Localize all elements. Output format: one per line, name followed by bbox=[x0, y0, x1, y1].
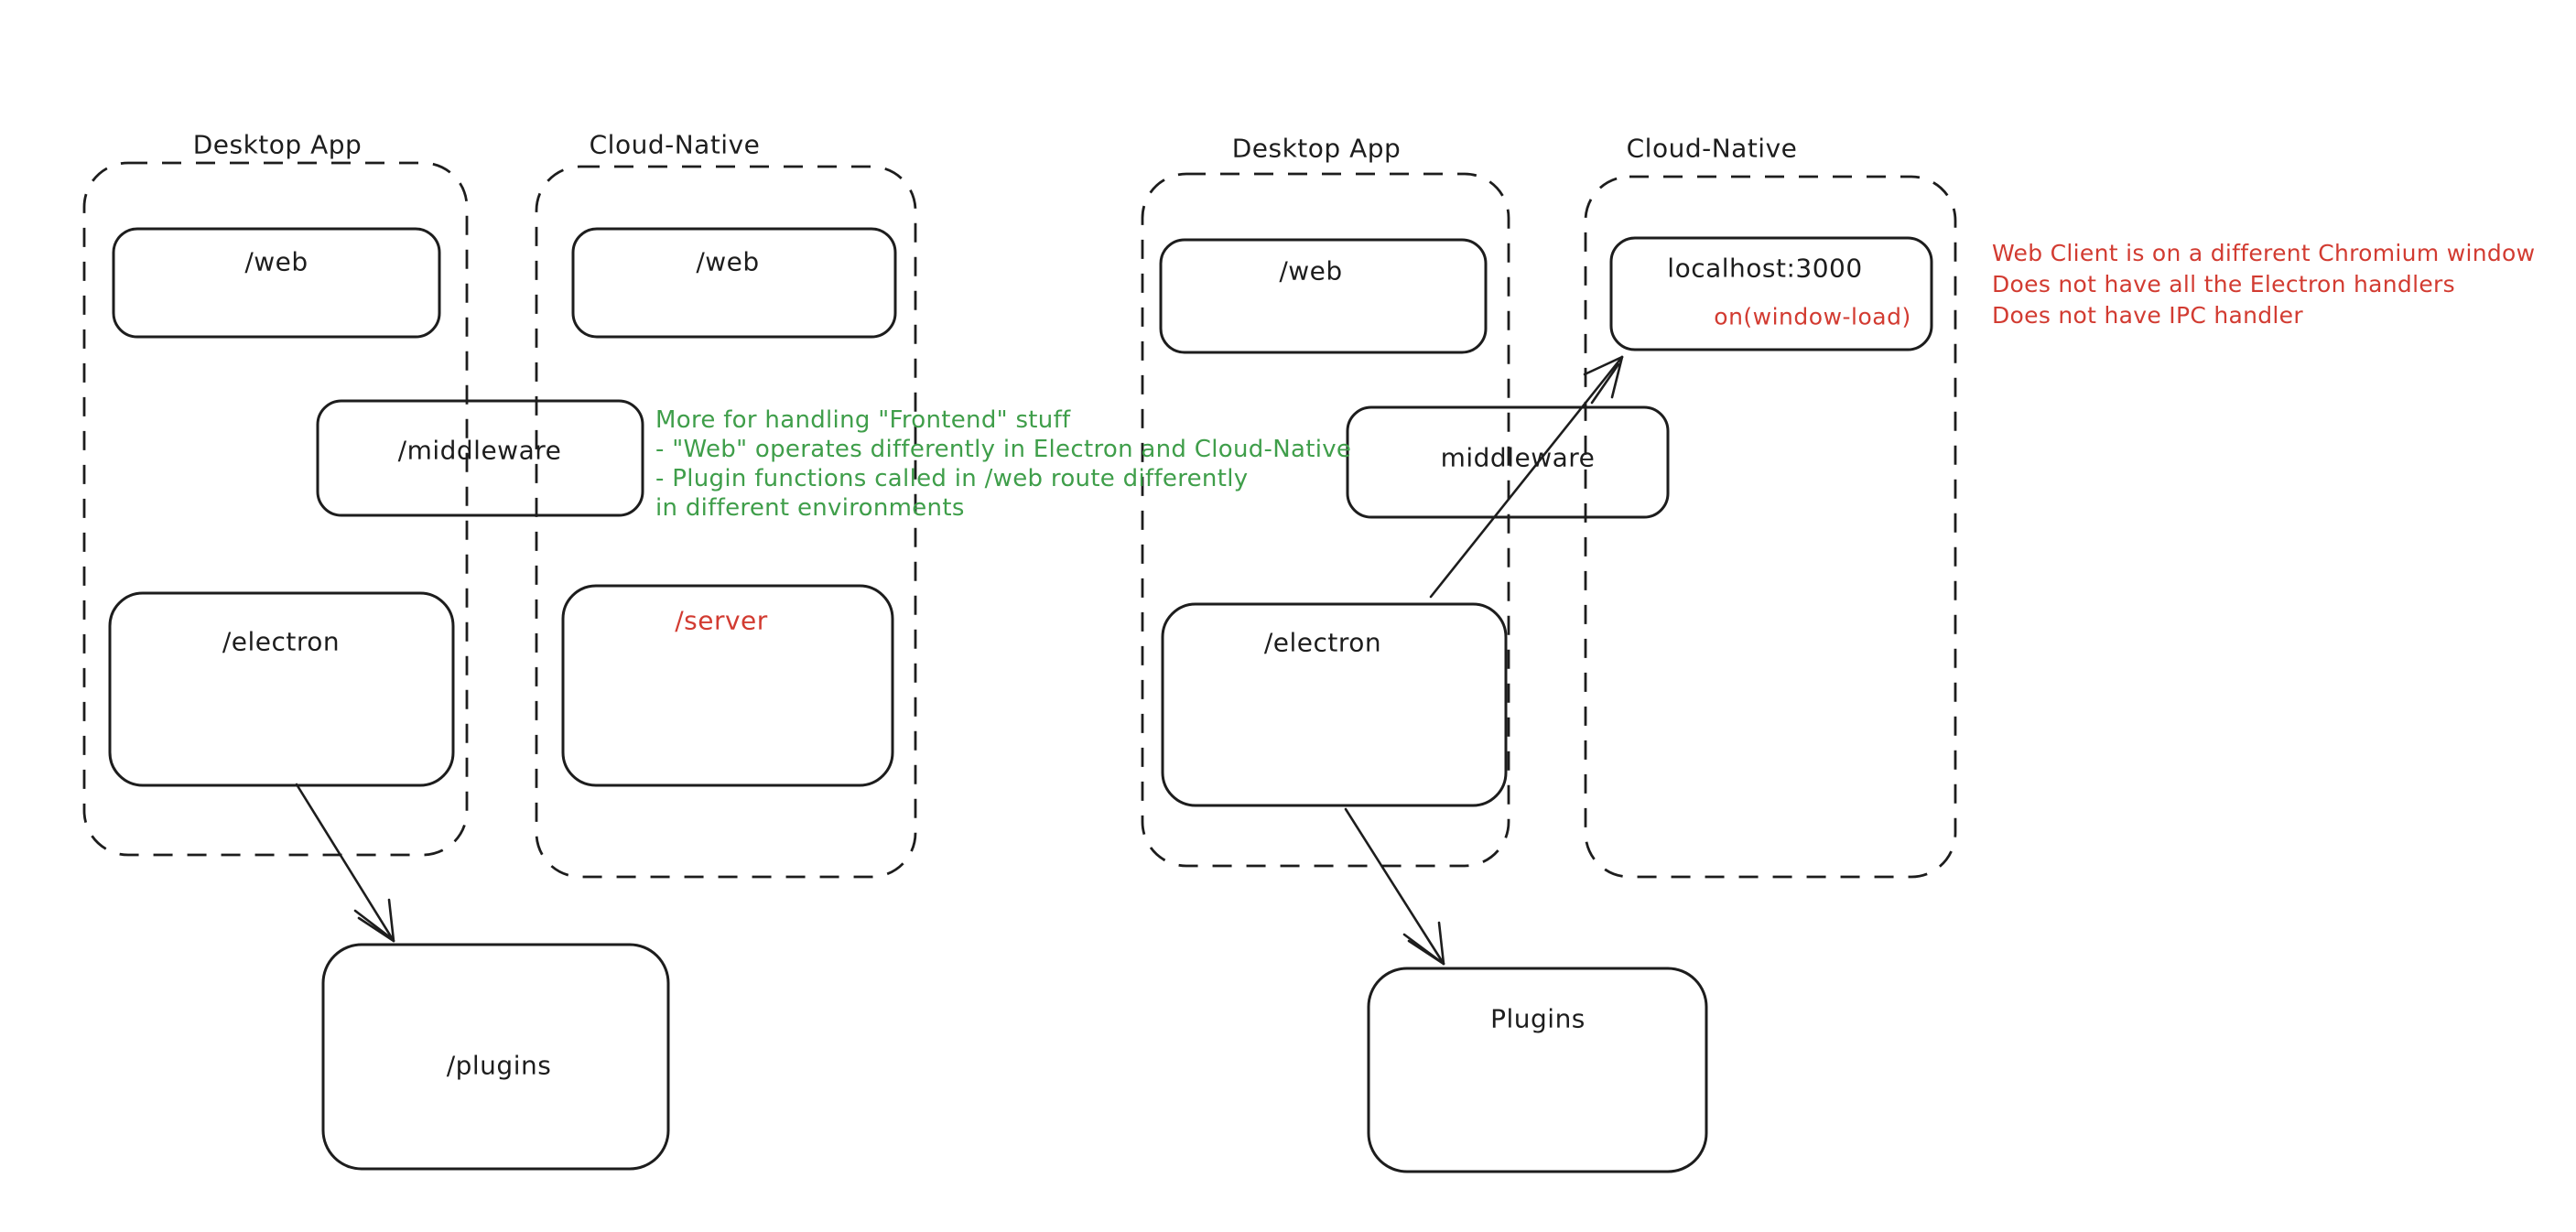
cloud-native-title-left: Cloud-Native bbox=[589, 129, 761, 160]
electron-box-right bbox=[1161, 602, 1508, 807]
desktop-app-container-left bbox=[82, 161, 469, 857]
frontend-note-line-3: - Plugin functions called in /web route … bbox=[655, 465, 1249, 492]
cloud-native-container-left bbox=[535, 165, 917, 879]
middleware-label-left: /middleware bbox=[397, 435, 562, 466]
arrow-electron-to-localhost bbox=[1429, 355, 1624, 599]
frontend-note-line-2: - "Web" operates differently in Electron… bbox=[655, 436, 1352, 463]
web-label-desktop-right: /web bbox=[1279, 255, 1343, 286]
arrow-electron-to-plugins-left bbox=[295, 783, 395, 943]
desktop-app-title-right: Desktop App bbox=[1231, 133, 1402, 164]
localhost-label: localhost:3000 bbox=[1667, 253, 1863, 284]
cloud-native-title-right: Cloud-Native bbox=[1626, 133, 1798, 164]
web-box-cloud-left bbox=[571, 227, 897, 339]
window-load-label: on(window-load) bbox=[1714, 303, 1911, 330]
plugins-box-right bbox=[1367, 967, 1708, 1173]
arrow-electron-to-plugins-right bbox=[1344, 807, 1445, 966]
plugins-box-left bbox=[321, 943, 670, 1171]
middleware-label-right: middleware bbox=[1440, 442, 1596, 473]
cloud-native-container-right bbox=[1584, 175, 1957, 879]
electron-label-right: /electron bbox=[1263, 627, 1382, 658]
web-client-note-line-3: Does not have IPC handler bbox=[1992, 302, 2303, 329]
middleware-box-left bbox=[316, 399, 644, 517]
web-box-desktop-left bbox=[112, 227, 441, 339]
web-client-note-line-2: Does not have all the Electron handlers bbox=[1992, 271, 2455, 297]
plugins-label-left: /plugins bbox=[446, 1050, 552, 1081]
web-label-desktop-left: /web bbox=[244, 246, 308, 277]
localhost-box bbox=[1609, 236, 1933, 351]
server-box-left bbox=[561, 584, 894, 787]
electron-label-left: /electron bbox=[222, 626, 341, 657]
desktop-app-title-left: Desktop App bbox=[192, 129, 363, 160]
web-client-note-line-1: Web Client is on a different Chromium wi… bbox=[1992, 240, 2536, 266]
frontend-note-line-1: More for handling "Frontend" stuff bbox=[655, 406, 1071, 434]
middleware-box-right bbox=[1346, 405, 1670, 519]
plugins-label-right: Plugins bbox=[1490, 1003, 1586, 1034]
frontend-note: More for handling "Frontend" stuff - "We… bbox=[655, 405, 1351, 523]
server-label-left: /server bbox=[675, 605, 768, 636]
desktop-app-container-right bbox=[1141, 172, 1510, 868]
web-label-cloud-left: /web bbox=[696, 246, 760, 277]
web-client-note: Web Client is on a different Chromium wi… bbox=[1992, 238, 2535, 331]
frontend-note-line-4: in different environments bbox=[655, 494, 965, 522]
electron-box-left bbox=[108, 591, 455, 787]
web-box-desktop-right bbox=[1159, 238, 1488, 354]
